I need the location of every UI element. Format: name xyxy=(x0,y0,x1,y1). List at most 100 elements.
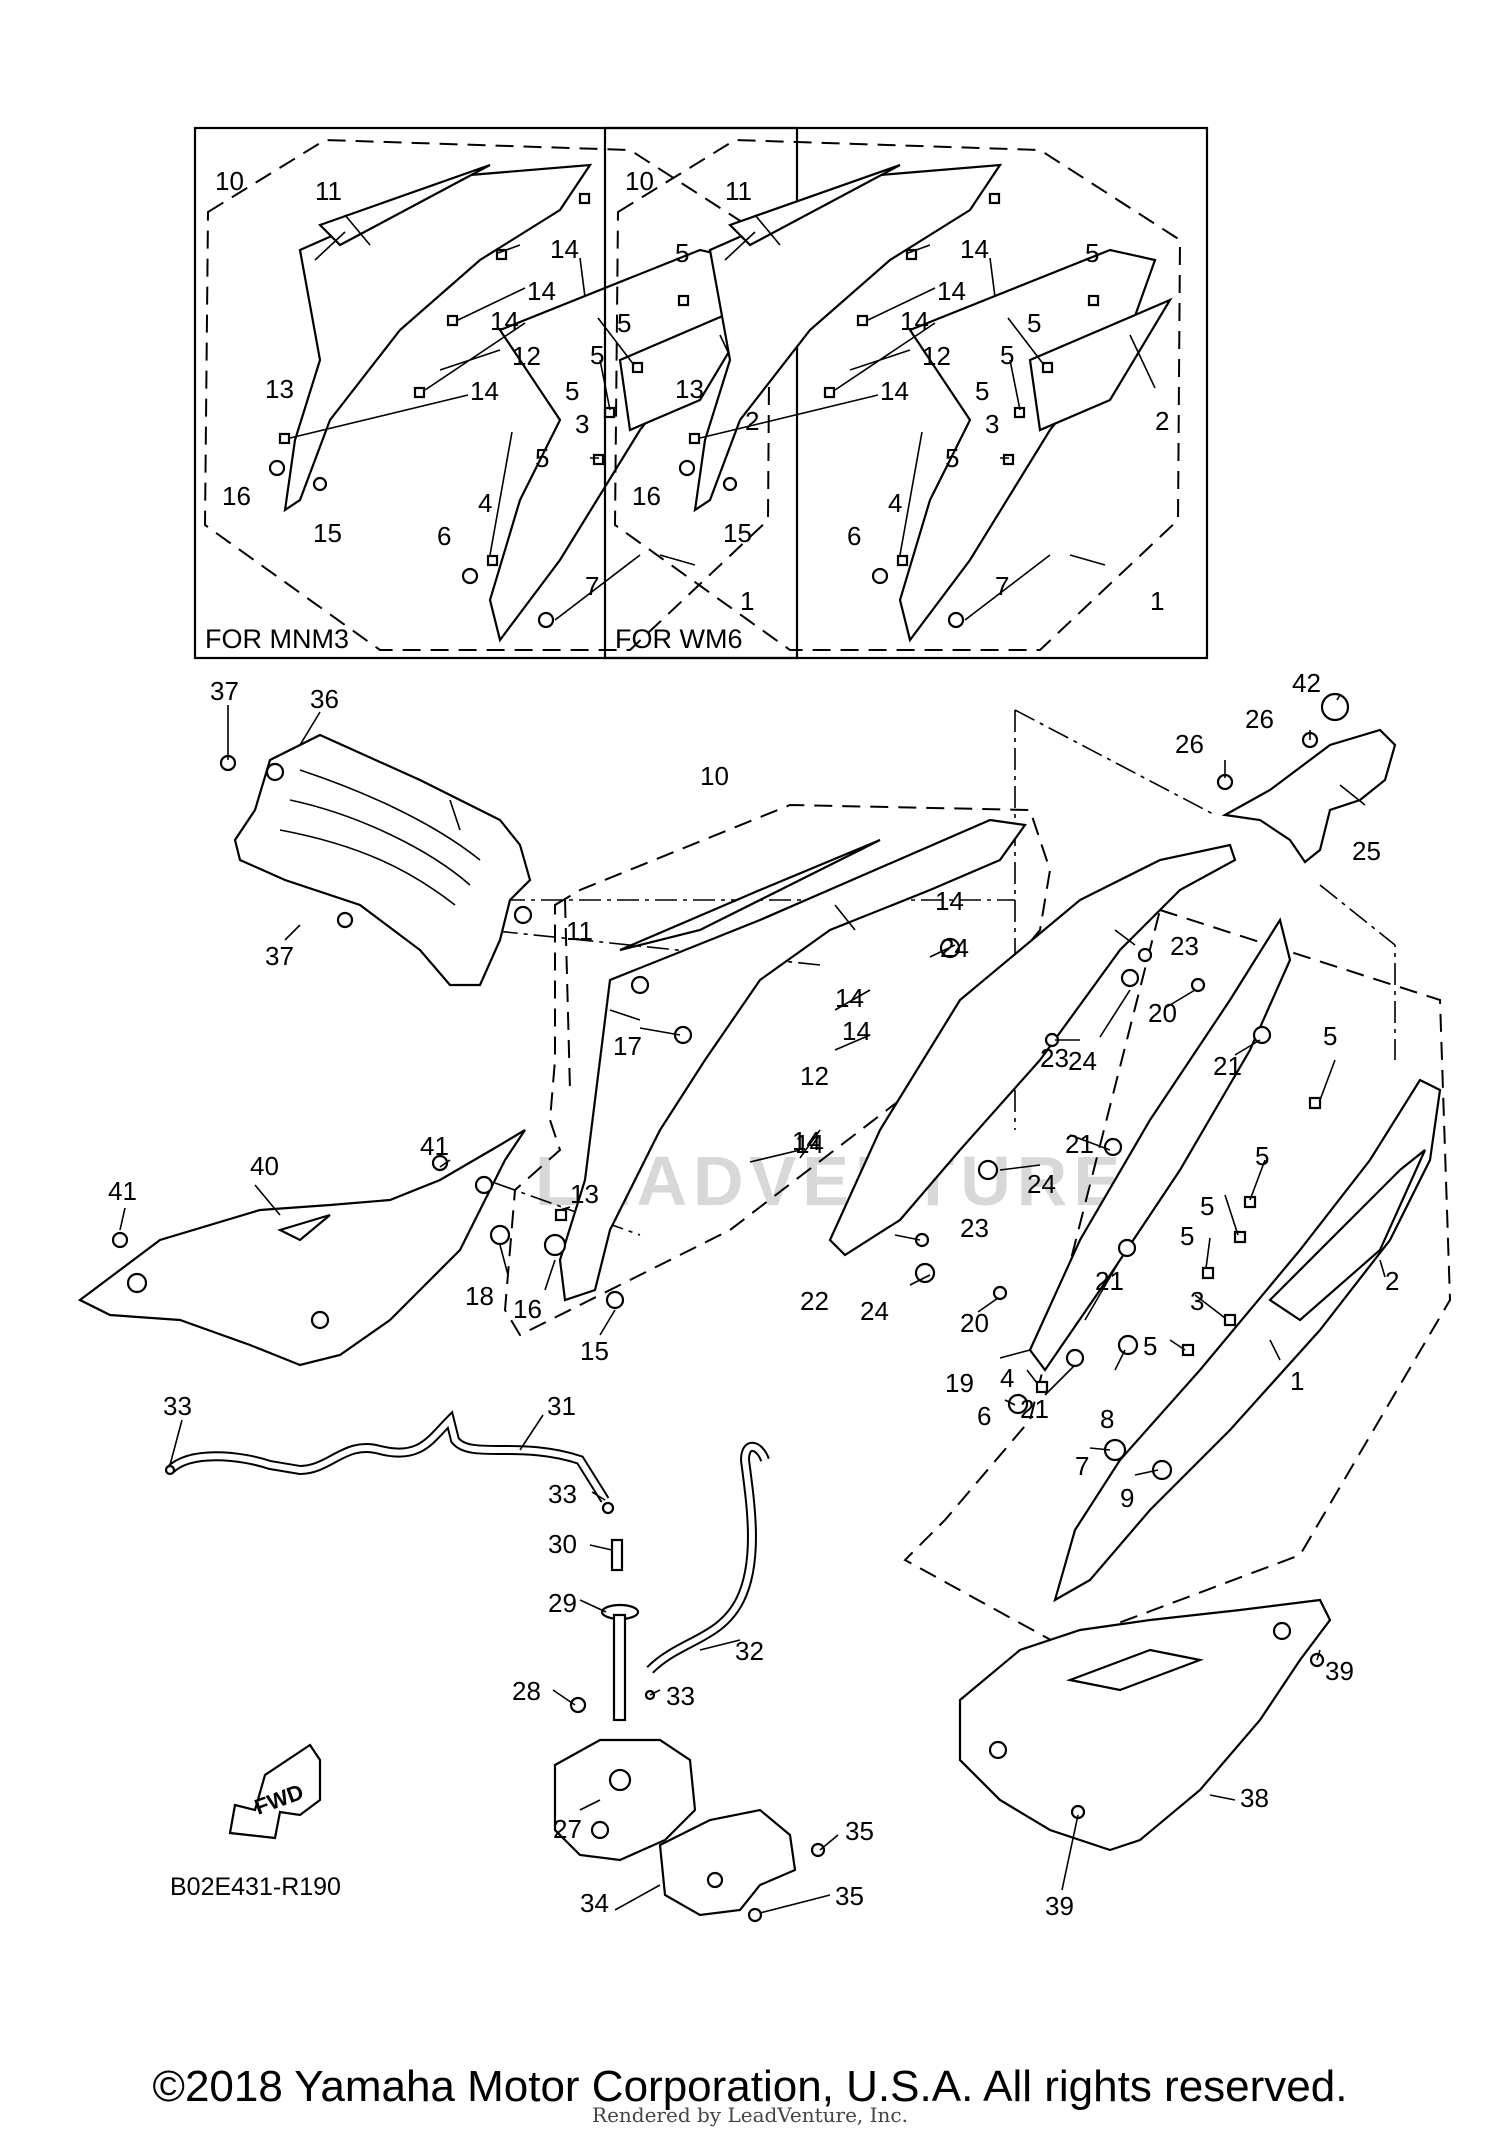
callout-inset1-20: 1 xyxy=(740,586,754,616)
screw-35 xyxy=(747,1907,763,1923)
grommet-16 xyxy=(543,1233,567,1257)
screw-41 xyxy=(111,1231,129,1249)
nut xyxy=(413,386,426,399)
callout-inset2-13: 5 xyxy=(975,376,989,406)
callout-inset1-9: 15 xyxy=(313,518,342,548)
nut xyxy=(278,432,291,445)
grommet-24 xyxy=(1120,968,1140,988)
nut xyxy=(631,361,644,374)
callout-inset1-10: 5 xyxy=(675,238,689,268)
seat-cowl xyxy=(693,163,1003,513)
grommet xyxy=(947,611,965,629)
callout-inset2-2: 14 xyxy=(960,234,989,264)
inset-mnm3: 10 11 14 14 14 14 12 13 16 15 5 5 5 5 3 … xyxy=(193,126,799,660)
group-outline-10 xyxy=(503,803,1052,1337)
screw-23 xyxy=(1137,947,1153,963)
callout-main-38: 5 xyxy=(1323,1021,1337,1051)
callout-inset1-7: 13 xyxy=(265,374,294,404)
callout-inset1-14: 3 xyxy=(575,409,589,439)
callout-main-16: 16 xyxy=(513,1294,542,1324)
callout-main-26: 24 xyxy=(860,1296,889,1326)
callout-main-19: 24 xyxy=(940,933,969,963)
callout-main-12: 40 xyxy=(250,1151,279,1181)
nut xyxy=(823,386,836,399)
grommet xyxy=(678,459,696,477)
callout-main-55: 29 xyxy=(548,1588,577,1618)
inset-frame xyxy=(603,126,1209,660)
callout-main-13: 41 xyxy=(108,1176,137,1206)
bolt-37 xyxy=(265,762,285,782)
callout-inset2-8: 16 xyxy=(632,481,661,511)
callout-main-59: 27 xyxy=(553,1814,582,1844)
callout-inset2-18: 6 xyxy=(847,521,861,551)
callout-main-0: 37 xyxy=(210,676,239,706)
grommet-24 xyxy=(977,1159,999,1181)
callout-main-17: 15 xyxy=(580,1336,609,1366)
inset-wm6: 10 11 14 14 14 14 12 13 16 15 5 5 5 5 3 … xyxy=(603,126,1209,660)
copyright-notice: ©2018 Yamaha Motor Corporation, U.S.A. A… xyxy=(152,2062,1348,2111)
callout-main-44: 8 xyxy=(1100,1404,1114,1434)
callout-inset2-9: 15 xyxy=(723,518,752,548)
callout-main-50: 1 xyxy=(1290,1366,1304,1396)
callout-main-35: 26 xyxy=(1245,704,1274,734)
canister-27 xyxy=(553,1738,697,1862)
collar xyxy=(722,476,738,492)
nut-4 xyxy=(1035,1380,1049,1394)
grommet-21 xyxy=(1103,1137,1123,1157)
callout-inset1-19: 7 xyxy=(585,571,599,601)
nut xyxy=(688,432,701,445)
inset-frame xyxy=(193,126,799,660)
callout-inset1-16: 2 xyxy=(745,406,759,436)
callout-main-43: 5 xyxy=(1143,1331,1157,1361)
callout-main-21: 24 xyxy=(1068,1046,1097,1076)
callout-main-48: 7 xyxy=(1075,1451,1089,1481)
bracket-34 xyxy=(658,1808,797,1917)
rendered-by-notice: Rendered by LeadVenture, Inc. xyxy=(592,2103,908,2127)
seat-cowl-center xyxy=(558,818,1027,1302)
callout-main-49: 9 xyxy=(1120,1483,1134,1513)
collar xyxy=(871,567,889,585)
grommet xyxy=(988,1740,1008,1760)
callout-main-42: 3 xyxy=(1190,1286,1204,1316)
clip-33 xyxy=(164,1464,176,1476)
callout-main-32: 19 xyxy=(945,1368,974,1398)
nut-3 xyxy=(1223,1313,1237,1327)
callout-main-1: 36 xyxy=(310,684,339,714)
inner-frame-19 xyxy=(1028,917,1292,1372)
callout-inset2-15: 5 xyxy=(945,443,959,473)
nut xyxy=(856,314,869,327)
callout-main-47: 6 xyxy=(977,1401,991,1431)
side-cover-40-notch xyxy=(277,1213,331,1242)
callout-main-11: 41 xyxy=(420,1131,449,1161)
callout-main-56: 32 xyxy=(735,1636,764,1666)
nut xyxy=(446,314,459,327)
rear-frame-cover-22 xyxy=(828,843,1237,1257)
callout-main-53: 33 xyxy=(548,1479,577,1509)
callout-inset2-14: 3 xyxy=(985,409,999,439)
side-cover-2-graphic xyxy=(1268,1149,1427,1322)
bracket-hole xyxy=(706,1871,724,1889)
callout-main-24: 24 xyxy=(1027,1169,1056,1199)
screw-37 xyxy=(336,911,354,929)
nut xyxy=(1002,453,1015,466)
nut xyxy=(988,192,1001,205)
grommet-24 xyxy=(914,1262,936,1284)
clip-33 xyxy=(601,1501,615,1515)
side-cover-2 xyxy=(1053,1078,1442,1603)
nut xyxy=(896,554,909,567)
callout-inset2-7: 13 xyxy=(675,374,704,404)
callout-inset2-6: 12 xyxy=(922,341,951,371)
callout-inset1-0: 10 xyxy=(215,166,244,196)
callout-inset1-11: 5 xyxy=(617,308,631,338)
callout-main-31: 20 xyxy=(960,1308,989,1338)
hose-32-inner xyxy=(647,1443,768,1673)
callout-inset1-15: 5 xyxy=(535,443,549,473)
callout-main-40: 5 xyxy=(1200,1191,1214,1221)
callout-main-64: 39 xyxy=(1325,1656,1354,1686)
nut-5 xyxy=(1308,1096,1322,1110)
cowl-decal xyxy=(727,163,901,247)
lower-side-cover-38-cutout xyxy=(1066,1648,1204,1692)
grommet xyxy=(310,1310,330,1330)
callout-main-28: 21 xyxy=(1213,1051,1242,1081)
nut xyxy=(592,453,605,466)
